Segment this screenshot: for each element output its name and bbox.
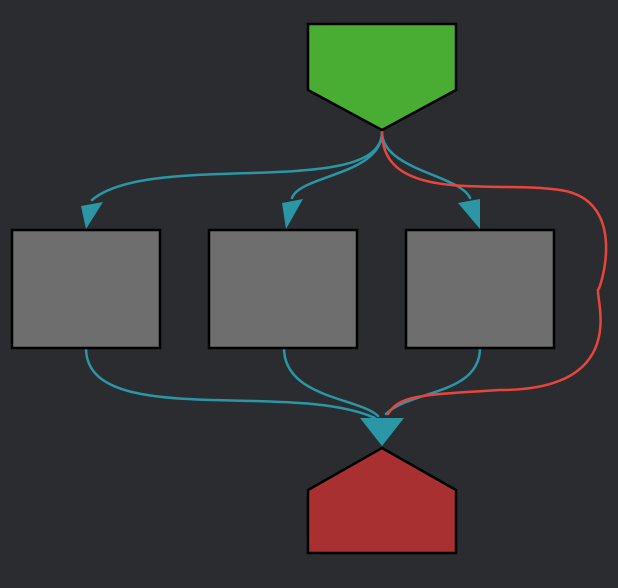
edge-task-3-to-end [384,346,482,416]
task-node-2[interactable] [207,228,359,350]
edge-start-to-task-3 [380,130,472,200]
arrowhead-start-to-task-1 [81,202,103,229]
arrowhead-start-to-task-3 [458,199,480,229]
edges [81,130,608,446]
edge-start-to-task-2 [290,130,384,200]
edge-start-to-end [380,130,608,416]
nodes [10,22,556,555]
task-node-3[interactable] [404,228,556,350]
task-node-1[interactable] [10,228,162,350]
arrowhead-start-to-task-2 [282,199,303,229]
edge-start-to-task-1 [90,130,384,202]
end-node[interactable] [306,446,458,555]
edge-task-2-to-end [282,346,380,418]
edge-task-1-to-end [84,346,377,420]
arrowhead-into-end [360,418,404,446]
start-node[interactable] [306,22,458,132]
